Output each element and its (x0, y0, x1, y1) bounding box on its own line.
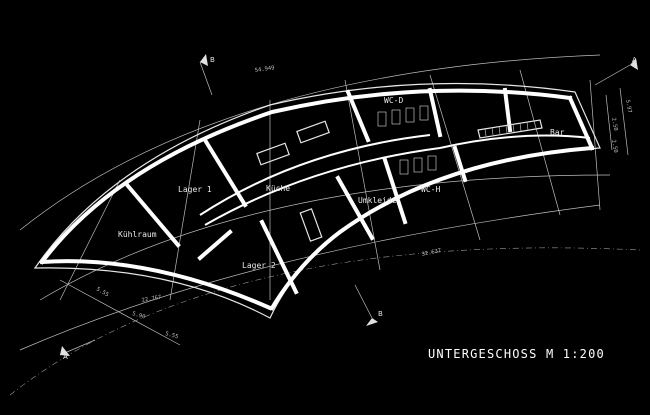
section-marker-a-right: A (594, 56, 638, 86)
drawing-title: UNTERGESCHOSS M 1:200 (428, 347, 605, 361)
room-label-wc-d: WC-D (384, 96, 403, 105)
room-label-wc-h: WC-H (421, 185, 440, 194)
dimension-left-b: 5.90 (131, 311, 145, 320)
fixtures (256, 105, 543, 242)
dimension-top-arc: 54.949 (254, 65, 275, 74)
svg-text:B: B (378, 310, 383, 318)
room-label-bar: Bar (550, 128, 565, 137)
svg-text:A: A (632, 56, 637, 64)
svg-text:B: B (210, 56, 215, 64)
interior-walls (125, 87, 513, 295)
bar-counter (477, 119, 543, 139)
room-label-umkleide: Umkleide (358, 196, 397, 205)
room-label-kuehlraum: Kühlraum (118, 230, 157, 239)
dimension-left-a: 5.55 (95, 287, 109, 299)
guide-lines (9, 54, 641, 396)
toilets-wc-h (399, 155, 437, 175)
dimension-left-c: 5.55 (164, 331, 178, 340)
section-marker-b-bottom: B (354, 284, 383, 326)
dimension-right-total: 5.97 (624, 99, 632, 113)
room-label-lager1: Lager 1 (178, 185, 212, 194)
room-label-kueche: Küche (266, 184, 290, 193)
dimension-labels: 54.949 32.637 22.767 5.55 5.90 5.55 2.50… (59, 65, 632, 346)
dimension-right-b: 2.50 (610, 139, 618, 153)
section-marker-b-top: B (199, 54, 215, 96)
dimension-left-arc: 22.767 (141, 295, 162, 304)
svg-text:A: A (63, 353, 68, 361)
toilets-wc-d (377, 105, 429, 127)
room-label-lager2: Lager 2 (242, 261, 276, 270)
building-outline (33, 82, 601, 319)
dimension-right-a: 2.50 (610, 117, 618, 131)
section-marker-a-left: A (59, 339, 96, 361)
section-markers: B B A A (59, 54, 638, 361)
room-labels: Kühlraum Lager 1 Küche Lager 2 Umkleide … (118, 96, 565, 270)
dimension-bottom-arc: 32.637 (421, 248, 442, 258)
